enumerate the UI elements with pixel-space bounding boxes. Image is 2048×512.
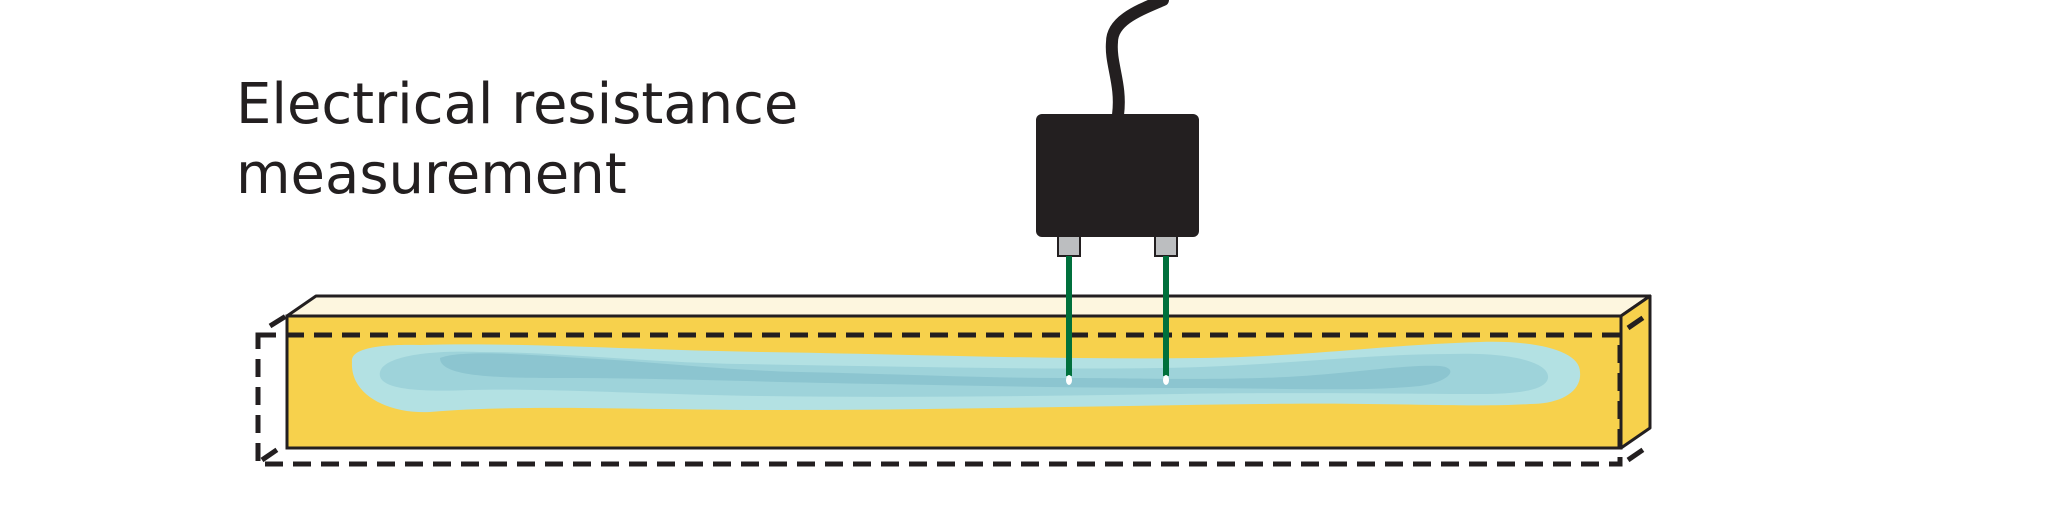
probe-base-right (1154, 235, 1178, 257)
cable-icon (1105, 0, 1169, 121)
moisture-meter-icon (1036, 114, 1199, 237)
title-line-1: Electrical resistance (236, 72, 799, 137)
probe-pin-right (1163, 256, 1169, 385)
moisture-region (351, 341, 1581, 413)
probe-base-left (1057, 235, 1081, 257)
board-top-face (285, 294, 1652, 318)
dashed-corner-bottom-left (260, 442, 286, 463)
diagram-title: Electrical resistance measurement (236, 70, 798, 210)
board-side-face (1619, 294, 1652, 450)
dashed-corner-top-right (1626, 310, 1652, 331)
probe-pin-left (1066, 256, 1072, 385)
measurement-extent-outline (255, 310, 1652, 467)
dashed-corner-top-left (268, 313, 288, 329)
dashed-corner-bottom-right (1626, 442, 1652, 463)
dashed-rectangle (255, 332, 1623, 467)
title-line-2: measurement (236, 142, 627, 207)
